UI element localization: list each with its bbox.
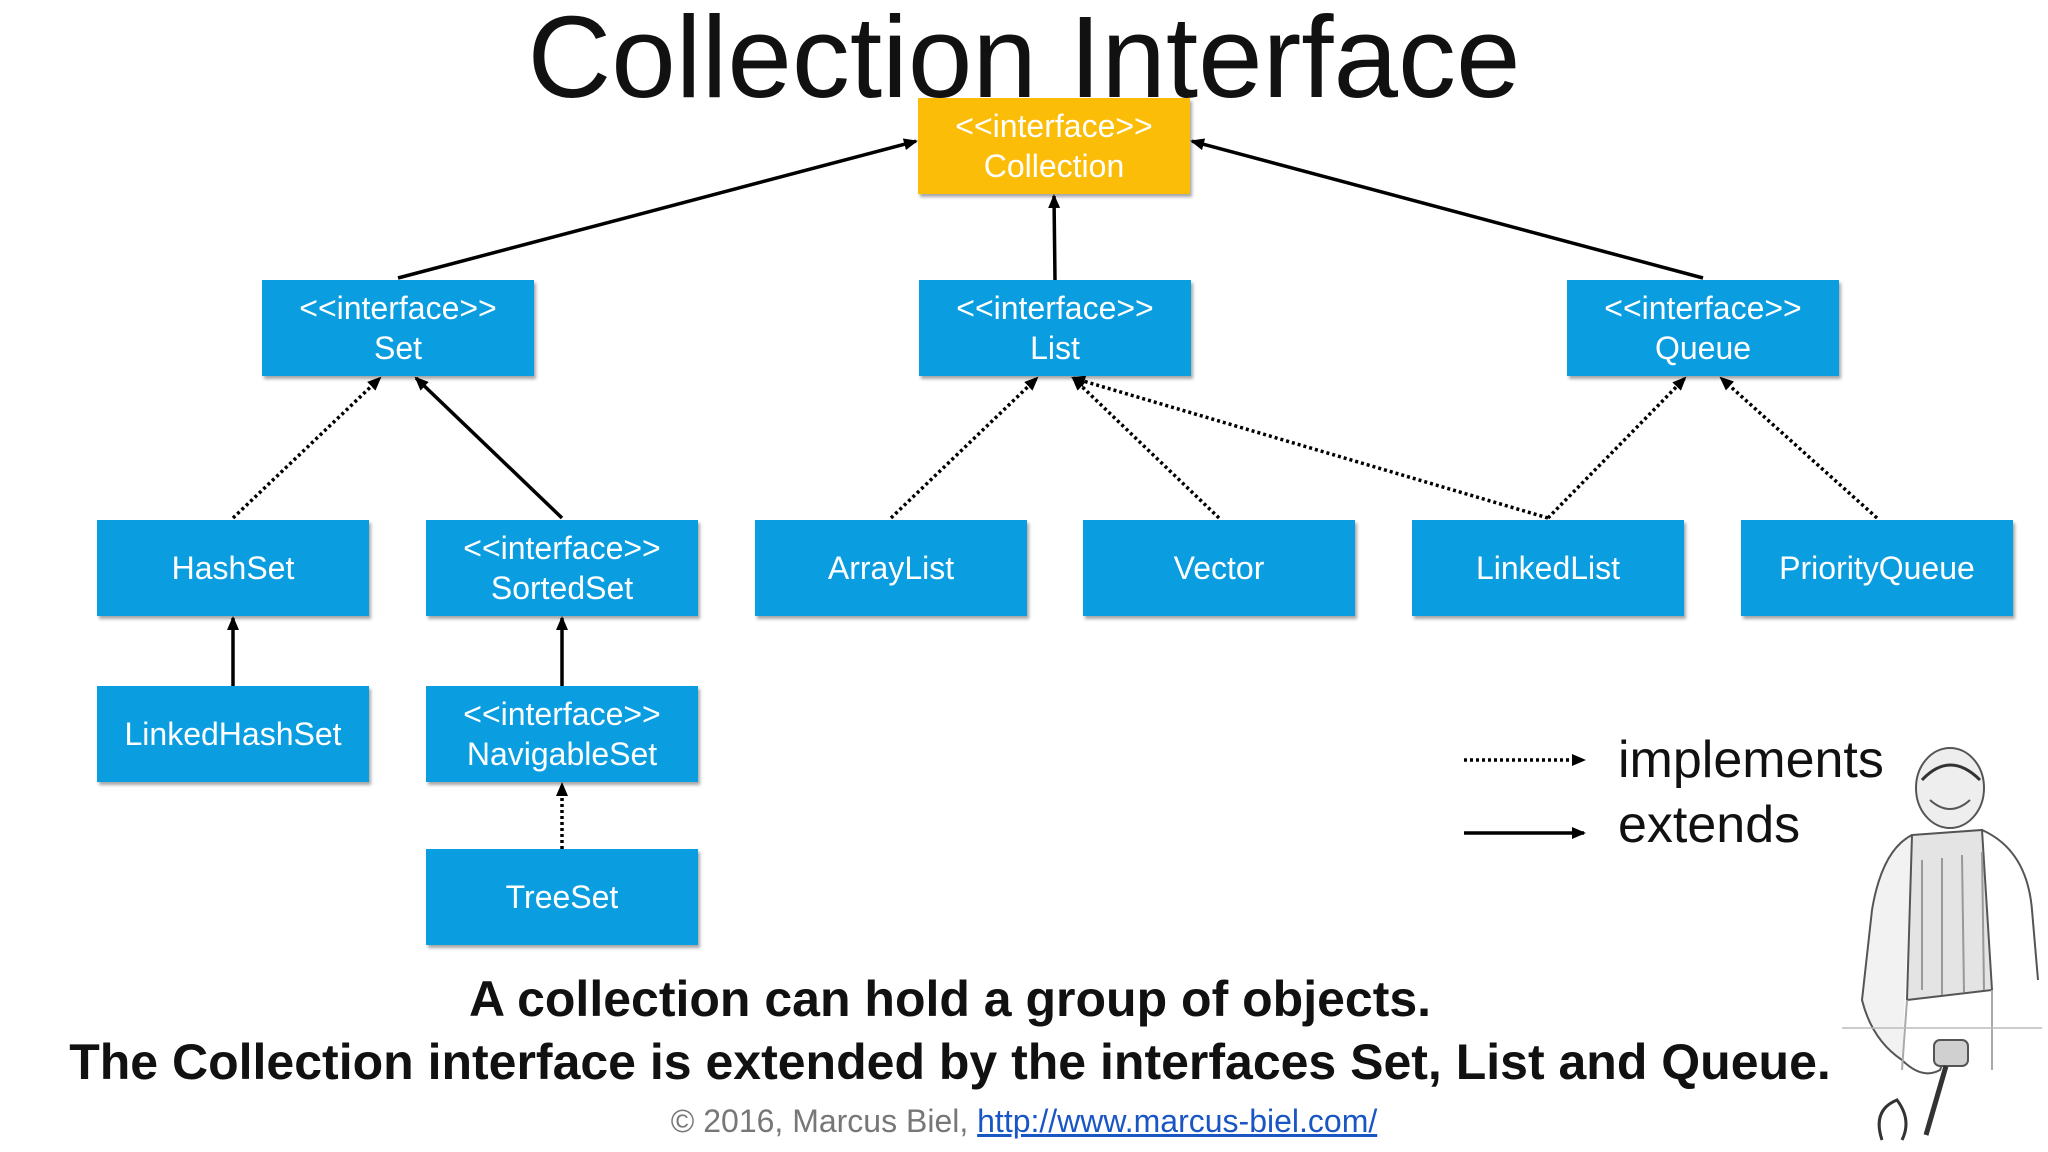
caption-line-2: The Collection interface is extended by … (69, 1034, 1831, 1090)
legend-implements-label: implements (1618, 731, 1884, 789)
legend-extends-label: extends (1618, 796, 1801, 854)
node-label: LinkedList (1475, 550, 1621, 586)
footer: © 2016, Marcus Biel, http://www.marcus-b… (0, 1103, 2048, 1140)
node-queue: <<interface>> Queue (1567, 280, 1839, 376)
node-label: ArrayList (827, 550, 955, 586)
node-navigableset: <<interface>> NavigableSet (426, 686, 698, 782)
node-sortedset: <<interface>> SortedSet (426, 520, 698, 616)
edge-list-to-collection (1048, 194, 1061, 281)
node-stereotype: <<interface>> (955, 108, 1153, 144)
node-label: List (1030, 330, 1080, 366)
edge-hashset-to-set (231, 376, 382, 520)
edge-linkedlist-to-list (1071, 375, 1549, 520)
edge-set-to-collection (397, 138, 918, 280)
node-stereotype: <<interface>> (299, 290, 497, 326)
node-label: PriorityQueue (1779, 550, 1975, 586)
node-hashset: HashSet (97, 520, 369, 616)
node-stereotype: <<interface>> (1604, 290, 1802, 326)
legend-arrows (1464, 754, 1586, 839)
node-label: TreeSet (505, 879, 619, 915)
node-priorityqueue: PriorityQueue (1741, 520, 2013, 616)
edge-queue-to-collection (1190, 138, 1704, 280)
node-stereotype: <<interface>> (463, 696, 661, 732)
caption-line-1: A collection can hold a group of objects… (468, 971, 1432, 1027)
node-label: LinkedHashSet (124, 716, 342, 752)
footer-link[interactable]: http://www.marcus-biel.com/ (977, 1103, 1378, 1139)
node-arraylist: ArrayList (755, 520, 1027, 616)
node-label: Set (373, 330, 423, 366)
node-label: SortedSet (490, 570, 634, 606)
edge-linkedlist-to-queue (1546, 376, 1687, 520)
edge-vector-to-list (1071, 376, 1221, 520)
node-label: Collection (983, 148, 1125, 184)
node-stereotype: <<interface>> (956, 290, 1154, 326)
node-list: <<interface>> List (919, 280, 1191, 376)
edge-priorityqueue-to-queue (1719, 376, 1879, 520)
edge-arraylist-to-list (889, 376, 1039, 520)
node-treeset: TreeSet (426, 849, 698, 945)
craftsman-illustration (1842, 747, 2042, 1141)
node-collection: <<interface>> Collection (918, 98, 1190, 194)
node-set: <<interface>> Set (262, 280, 534, 376)
footer-copyright: © 2016, Marcus Biel, (670, 1103, 978, 1139)
node-label: HashSet (171, 550, 295, 586)
node-linkedhashset: LinkedHashSet (97, 686, 369, 782)
node-label: NavigableSet (466, 736, 658, 772)
edge-sortedset-to-set (414, 376, 564, 520)
node-label: Queue (1654, 330, 1752, 366)
node-stereotype: <<interface>> (463, 530, 661, 566)
node-vector: Vector (1083, 520, 1355, 616)
node-label: Vector (1173, 550, 1265, 586)
node-linkedlist: LinkedList (1412, 520, 1684, 616)
